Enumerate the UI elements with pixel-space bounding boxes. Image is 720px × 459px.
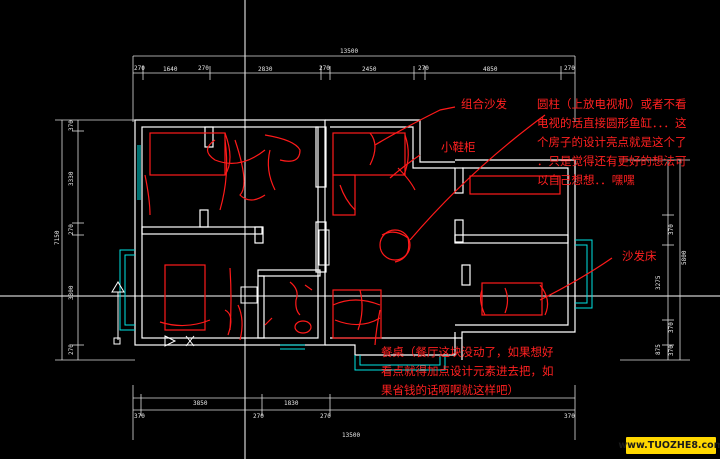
top-dim-8: 4850 bbox=[483, 66, 498, 73]
site-watermark: www.TUOZHE8.com bbox=[618, 437, 720, 454]
column-note-line-2: 电视的话直接圆形鱼缸．．．这 bbox=[537, 116, 687, 130]
left-dimension bbox=[55, 119, 135, 361]
top-total-dim: 13500 bbox=[340, 48, 358, 55]
dining-note-line-1: 餐桌（餐厅这块没动了，如果想好 bbox=[381, 345, 554, 359]
column-note-line-3: 个房子的设计亮点就是这个了 bbox=[537, 135, 687, 149]
right-dim-4: 875 bbox=[655, 344, 662, 355]
bottom-dim-1: 370 bbox=[134, 413, 145, 420]
right-dim-1: 370 bbox=[668, 224, 675, 235]
top-dim-4: 2830 bbox=[258, 66, 273, 73]
bottom-dim-5: 270 bbox=[320, 413, 331, 420]
right-dim-5: 370 bbox=[668, 345, 675, 356]
left-dim-5: 270 bbox=[68, 344, 75, 355]
bottom-dimension bbox=[132, 385, 576, 440]
left-dim-4: 3300 bbox=[68, 285, 75, 300]
left-total-dim: 7150 bbox=[54, 230, 61, 245]
dining-note: 餐桌（餐厅这块没动了，如果想好 看点就得加点设计元素进去把，如 果省钱的话啊啊就… bbox=[381, 343, 554, 400]
top-dim-1: 270 bbox=[134, 65, 145, 72]
bottom-dim-3: 270 bbox=[253, 413, 264, 420]
walls bbox=[134, 119, 576, 360]
top-dimension bbox=[132, 55, 576, 122]
top-dim-3: 270 bbox=[198, 65, 209, 72]
top-dim-2: 1640 bbox=[163, 66, 178, 73]
right-dim-2: 3275 bbox=[655, 275, 662, 290]
windows bbox=[119, 145, 593, 371]
left-dim-2: 3330 bbox=[68, 171, 75, 186]
top-dim-5: 270 bbox=[319, 65, 330, 72]
entry-symbol bbox=[111, 229, 330, 347]
column-note-line-4: ．只是觉得还有更好的想法可 bbox=[537, 154, 687, 168]
left-dim-3: 270 bbox=[68, 224, 75, 235]
column-note: 圆柱（上放电视机）或者不看 电视的话直接圆形鱼缸．．．这 个房子的设计亮点就是这… bbox=[537, 95, 687, 190]
bottom-dim-2: 3850 bbox=[193, 400, 208, 407]
left-dim-1: 370 bbox=[68, 120, 75, 131]
right-dim-3: 370 bbox=[668, 322, 675, 333]
bottom-total-dim: 13500 bbox=[342, 432, 360, 439]
sofa-bed-label: 沙发床 bbox=[622, 249, 657, 263]
column-note-line-1: 圆柱（上放电视机）或者不看 bbox=[537, 97, 687, 111]
shoe-cabinet-label: 小鞋柜 bbox=[441, 140, 476, 154]
combo-sofa-label: 组合沙发 bbox=[461, 97, 507, 111]
right-total-dim: 5800 bbox=[681, 250, 688, 265]
top-dim-7: 270 bbox=[418, 65, 429, 72]
bottom-dim-4: 1830 bbox=[284, 400, 299, 407]
dining-note-line-3: 果省钱的话啊啊就这样吧） bbox=[381, 383, 519, 397]
column-note-line-5: 以自己想想．．嘿嘿 bbox=[537, 173, 635, 187]
right-dimension bbox=[620, 159, 690, 361]
top-dim-9: 270 bbox=[564, 65, 575, 72]
furniture-sketches bbox=[144, 106, 613, 346]
dining-note-line-2: 看点就得加点设计元素进去把，如 bbox=[381, 364, 554, 378]
top-dim-6: 2450 bbox=[362, 66, 377, 73]
bottom-dim-6: 370 bbox=[564, 413, 575, 420]
